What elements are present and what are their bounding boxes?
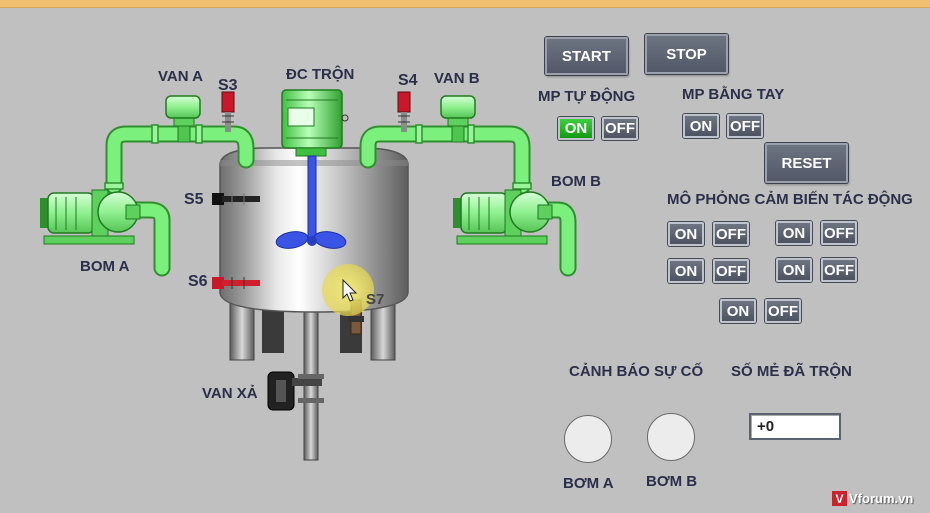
label-s3: S3 [218,77,238,94]
sensor-sim-5-off-button[interactable]: OFF [765,299,801,323]
auto-mode-off-button[interactable]: OFF [602,117,638,140]
pump-a [40,189,141,245]
label-bom-b: BOM B [551,173,601,190]
watermark-logo-icon: V [832,491,847,506]
sensor-sim-4-on-button[interactable]: ON [776,258,812,282]
sensor-sim-1-off-button[interactable]: OFF [713,222,749,246]
manual-mode-off-button[interactable]: OFF [727,114,763,138]
watermark: V Vforum.vn [832,491,913,506]
manual-mode-title: MP BẰNG TAY [682,86,785,103]
reset-button[interactable]: RESET [765,143,848,183]
label-van-xa: VAN XẢ [202,385,258,402]
label-s6: S6 [188,273,208,290]
batch-counter-title: SỐ MẺ ĐÃ TRỘN [731,363,852,380]
sensor-sim-5-on-button[interactable]: ON [720,299,756,323]
mouse-cursor [322,264,374,316]
valve-b [440,95,476,143]
stop-button[interactable]: STOP [645,34,728,74]
drain-valve [267,371,324,411]
alarm-pump-b-label: BƠM B [646,473,698,490]
sensor-s6 [212,277,260,289]
sensor-sim-title: MÔ PHỎNG CẢM BIẾN TÁC ĐỘNG [667,191,913,208]
sensor-sim-1-on-button[interactable]: ON [668,222,704,246]
label-bom-a: BOM A [80,258,130,275]
sensor-sim-2-on-button[interactable]: ON [776,221,812,245]
label-dc-tron: ĐC TRỘN [286,66,355,83]
sensor-s3 [221,91,235,132]
sensor-sim-4-off-button[interactable]: OFF [821,258,857,282]
label-van-a: VAN A [158,68,203,85]
sensor-s4 [397,91,411,132]
start-button[interactable]: START [545,37,628,75]
manual-mode-on-button[interactable]: ON [683,114,719,138]
auto-mode-title: MP TỰ ĐỘNG [538,88,636,105]
pump-b [453,189,553,245]
agitator [275,155,347,249]
sensor-s5 [212,193,260,205]
alarm-pump-a-label: BƠM A [563,475,614,492]
valve-a [165,95,201,143]
window-top-border [0,0,930,8]
sensor-sim-2-off-button[interactable]: OFF [821,221,857,245]
label-s5: S5 [184,191,204,208]
pump-a-alarm-lamp [564,415,612,463]
label-van-b: VAN B [434,70,480,87]
auto-mode-on-button[interactable]: ON [558,117,594,140]
batch-counter-display: +0 [749,413,841,440]
watermark-text: Vforum.vn [849,491,914,506]
label-s7: S7 [366,291,385,308]
sensor-sim-3-on-button[interactable]: ON [668,259,704,283]
pump-b-alarm-lamp [647,413,695,461]
alarm-title: CẢNH BÁO SỰ CỐ [569,363,704,380]
sensor-sim-3-off-button[interactable]: OFF [713,259,749,283]
mixer-motor [281,89,349,157]
label-s4: S4 [398,72,418,89]
